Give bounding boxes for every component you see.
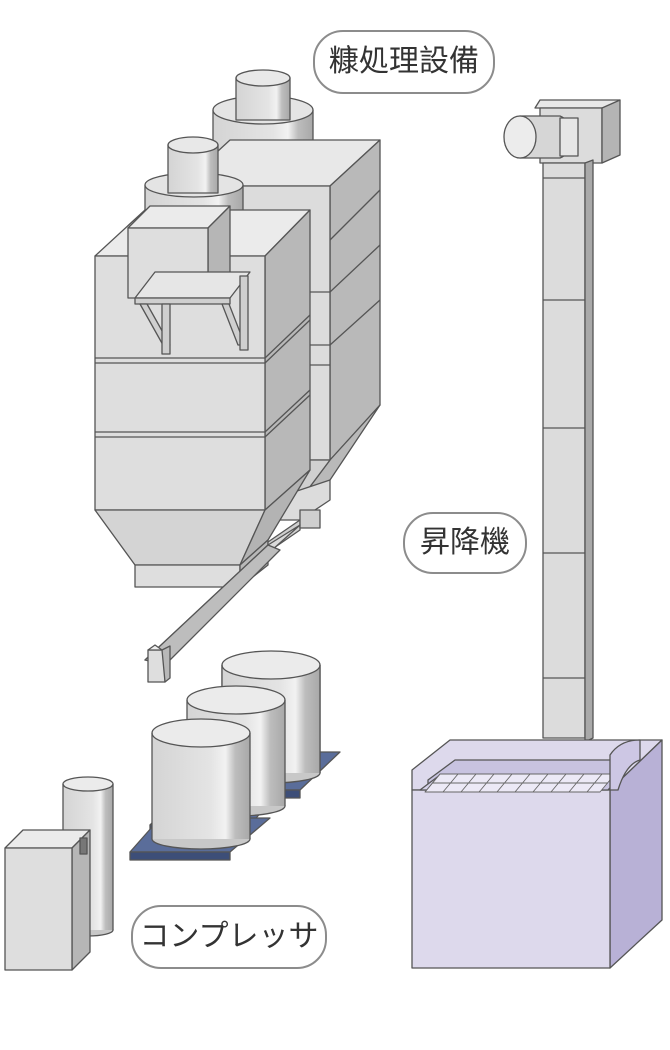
bran-processing-equipment — [94, 69, 381, 683]
label-compressor: コンプレッサ — [131, 905, 327, 969]
receiving-hopper — [411, 739, 663, 969]
discharge-chute — [144, 524, 301, 683]
hopper-grate — [424, 773, 616, 793]
rear-cyclone-top — [212, 69, 314, 161]
tank-group — [129, 650, 341, 861]
compressor-unit — [4, 776, 114, 971]
bucket-elevator — [503, 99, 621, 743]
label-elevator: 昇降機 — [403, 512, 527, 574]
blower-unit — [127, 205, 251, 355]
label-bran-processing: 糠処理設備 — [313, 30, 495, 94]
